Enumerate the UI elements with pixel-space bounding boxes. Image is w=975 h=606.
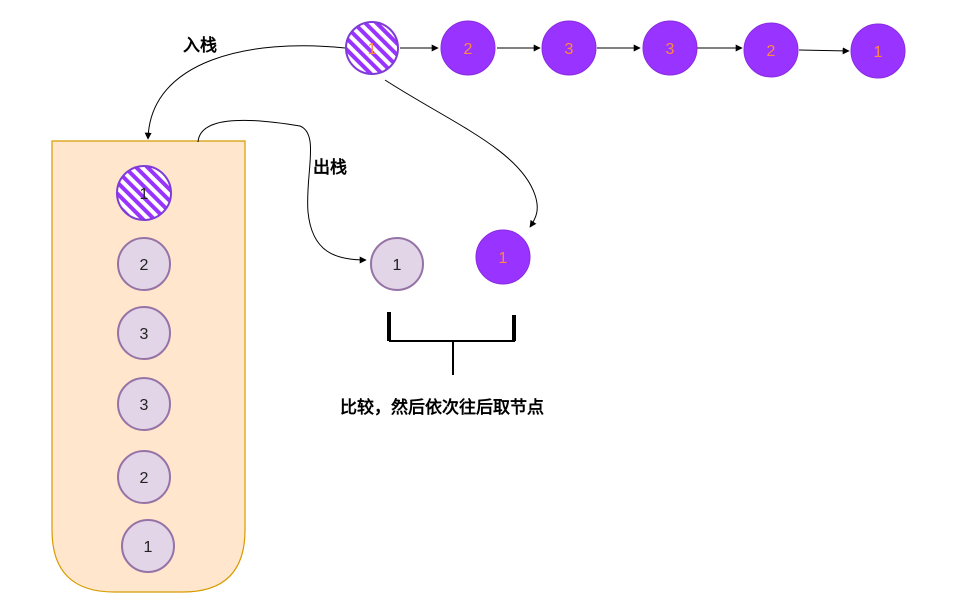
stack-node: 2 xyxy=(117,237,171,291)
stack-node: 2 xyxy=(117,450,171,504)
stack-nodes: 1 2 3 3 2 1 xyxy=(116,165,175,573)
list-node: 2 xyxy=(440,20,496,76)
list-node-value: 1 xyxy=(874,44,883,61)
compare-popped-node: 1 xyxy=(370,237,424,291)
list-node-value: 2 xyxy=(464,41,473,58)
list-node: 3 xyxy=(642,20,698,76)
list-node: 3 xyxy=(541,20,597,76)
stack-container xyxy=(51,140,246,593)
stack-node-value: 3 xyxy=(140,397,149,414)
list-link-2-1 xyxy=(798,47,850,55)
list-node: 1 xyxy=(345,21,399,75)
pop-label: 出栈 xyxy=(313,157,347,178)
connectors xyxy=(144,44,850,264)
pop-arrow xyxy=(197,119,367,264)
list-node: 2 xyxy=(743,22,799,78)
linked-list: 1 2 3 3 2 1 xyxy=(345,20,906,79)
stack-body xyxy=(51,140,246,593)
push-arrow xyxy=(144,45,346,140)
list-to-compare-arrow xyxy=(384,79,538,228)
stack-node-value: 1 xyxy=(140,186,149,203)
caption-label: 比较，然后依次往后取节点 xyxy=(340,397,544,418)
stack-node-value: 3 xyxy=(140,326,149,343)
stack-node-value: 2 xyxy=(140,257,149,274)
stack-node: 1 xyxy=(121,519,175,573)
list-node-value: 3 xyxy=(666,41,675,58)
list-node-value: 1 xyxy=(368,41,377,58)
stack-node: 3 xyxy=(117,377,171,431)
list-node-value: 2 xyxy=(767,43,776,60)
push-label: 入栈 xyxy=(183,35,217,56)
compare-bracket xyxy=(387,312,516,375)
current-node-value: 1 xyxy=(499,250,508,267)
compare-current-node: 1 xyxy=(475,229,531,285)
popped-node-value: 1 xyxy=(393,257,402,274)
list-node-value: 3 xyxy=(565,41,574,58)
stack-node: 3 xyxy=(117,306,171,360)
list-node: 1 xyxy=(850,23,906,79)
stack-node: 1 xyxy=(116,165,172,221)
stack-node-value: 1 xyxy=(144,539,153,556)
stack-node-value: 2 xyxy=(140,470,149,487)
